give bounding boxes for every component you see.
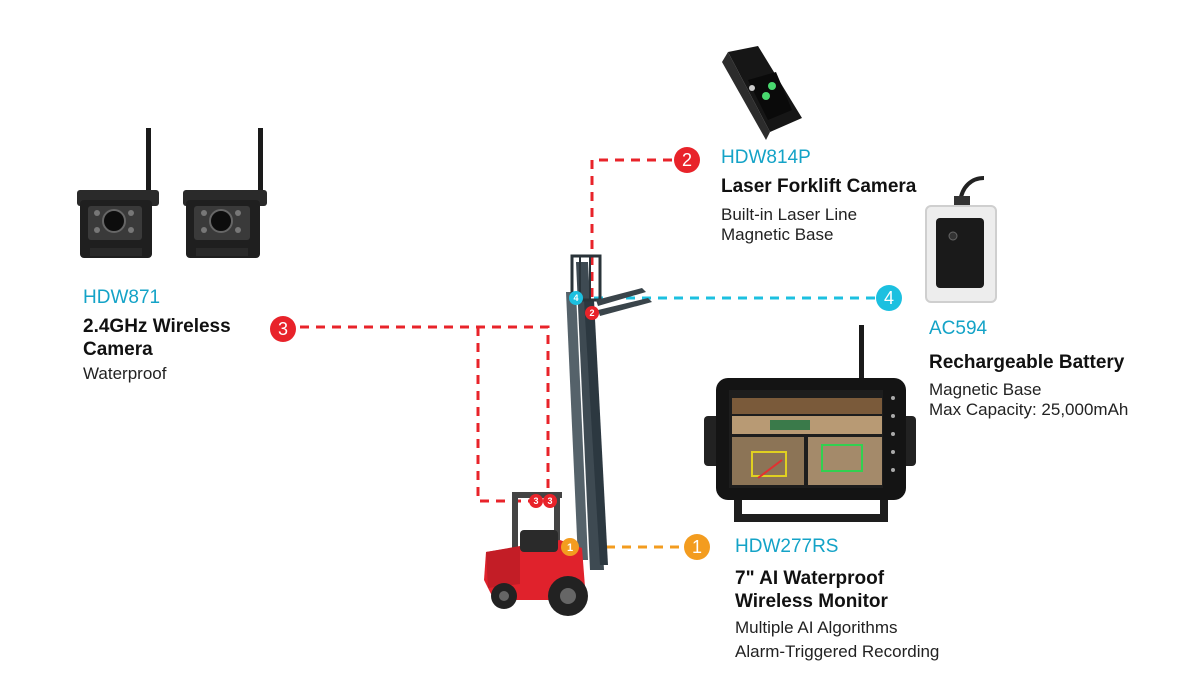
feature-hdw814p-1: Magnetic Base: [721, 224, 834, 244]
marker-3a-dot: [529, 494, 543, 508]
marker-3b-text: 3: [547, 496, 552, 506]
model-hdw814p: HDW814P: [721, 147, 811, 168]
marker-3a-text: 3: [533, 496, 538, 506]
badge-camera-3: 3: [270, 316, 296, 342]
badge-laser-2: 2: [674, 147, 700, 173]
label-ac594: AC594 Rechargeable Battery Magnetic Base…: [929, 318, 1128, 420]
marker-1-dot: [561, 538, 579, 556]
title-hdw814p: Laser Forklift Camera: [721, 175, 917, 197]
model-ac594: AC594: [929, 318, 988, 339]
monitor-icon: [704, 325, 916, 522]
connector-camera-3b: [476, 327, 536, 503]
title-hdw871-line2: Camera: [83, 338, 153, 360]
model-hdw871: HDW871: [83, 287, 161, 308]
title-ac594: Rechargeable Battery: [929, 351, 1125, 373]
camera-unit-left: [77, 128, 159, 258]
title-hdw277rs-line1: 7" AI Waterproof: [735, 567, 885, 589]
title-hdw871-line1: 2.4GHz Wireless: [83, 315, 231, 337]
feature-ac594-0: Magnetic Base: [929, 379, 1042, 399]
wireless-camera-icon: [77, 128, 267, 258]
laser-camera-icon: [722, 46, 802, 140]
feature-hdw814p-0: Built-in Laser Line: [721, 204, 858, 224]
marker-2-dot: [585, 306, 599, 320]
connector-laser-2: [590, 158, 672, 300]
forklift-markers: 4 2 3 3 1: [529, 291, 599, 556]
label-hdw871: HDW871 2.4GHz Wireless Camera Waterproof: [83, 287, 231, 385]
badge-monitor-1: 1: [684, 534, 710, 560]
feature-hdw277rs-0: Multiple AI Algorithms: [735, 618, 898, 638]
marker-1-text: 1: [567, 542, 573, 554]
marker-3b-dot: [543, 494, 557, 508]
connector-camera-3: [300, 325, 550, 500]
model-hdw277rs: HDW277RS: [735, 536, 839, 557]
label-hdw814p: HDW814P Laser Forklift Camera Built-in L…: [721, 147, 916, 245]
badge-battery-4: 4: [876, 285, 902, 311]
marker-4-dot: [569, 291, 583, 305]
feature-hdw871-0: Waterproof: [83, 364, 167, 384]
battery-box-icon: [925, 176, 997, 303]
marker-2-text: 2: [589, 308, 594, 318]
title-hdw277rs-line2: Wireless Monitor: [735, 590, 888, 612]
feature-hdw277rs-1: Alarm-Triggered Recording: [735, 641, 940, 661]
forklift-icon: [484, 254, 652, 616]
label-hdw277rs: HDW277RS 7" AI Waterproof Wireless Monit…: [735, 536, 939, 662]
marker-4-text: 4: [573, 293, 578, 303]
camera-unit-right: [183, 128, 267, 258]
feature-ac594-1: Max Capacity: 25,000mAh: [929, 399, 1129, 419]
